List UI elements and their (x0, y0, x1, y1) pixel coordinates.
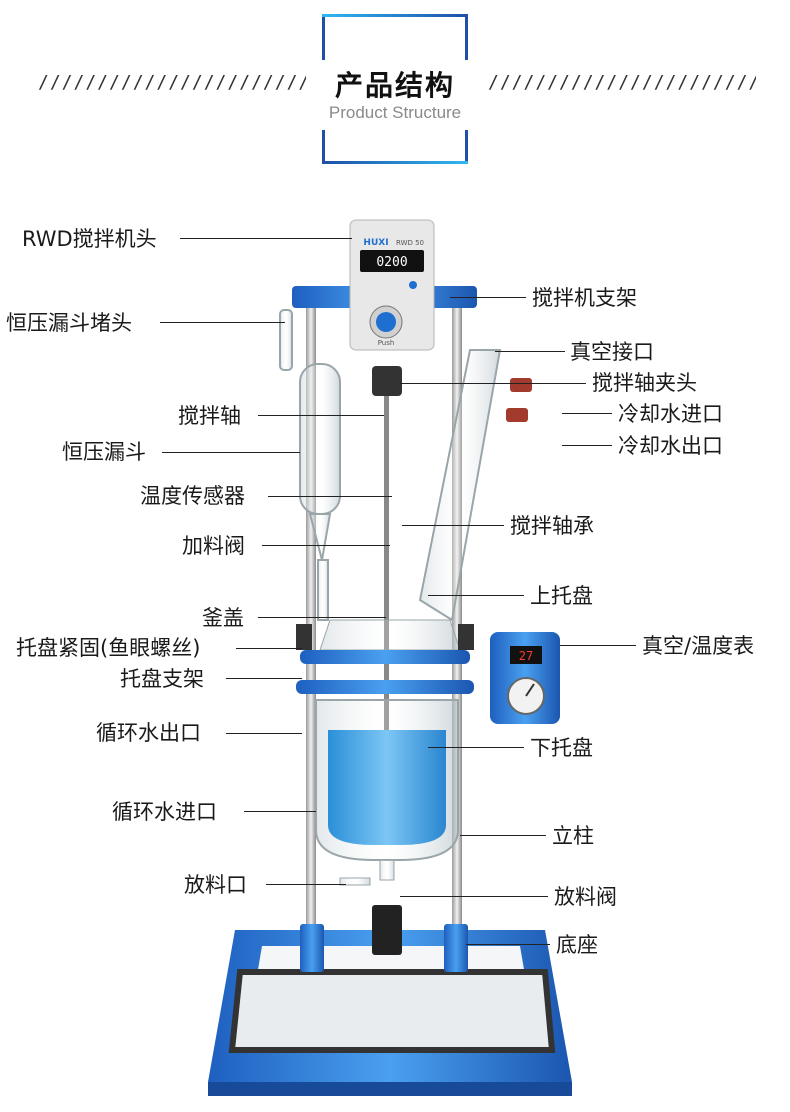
label-vacuum-port: 真空接口 (570, 340, 654, 364)
header-decor-right: /////////////////////////// (488, 72, 756, 93)
motor-button-label: Push (378, 339, 395, 347)
label-kettle-lid: 釜盖 (202, 606, 244, 630)
leader-tray-clamp (236, 648, 302, 649)
base-frame (208, 930, 572, 1096)
label-feed-valve: 加料阀 (182, 534, 245, 558)
leader-discharge-port (266, 884, 346, 885)
leader-upper-tray (428, 595, 524, 596)
header-decor-left: /////////////////////////// (38, 72, 306, 93)
label-cooling-in: 冷却水进口 (618, 402, 723, 426)
label-shaft-chuck: 搅拌轴夹头 (592, 371, 697, 395)
leader-column (460, 835, 546, 836)
gauge-display: 27 (519, 649, 533, 663)
leader-feed-valve (262, 545, 390, 546)
leader-pressure-funnel (162, 452, 300, 453)
label-base: 底座 (556, 933, 598, 957)
leader-funnel-plug (160, 322, 285, 323)
label-circ-out: 循环水出口 (96, 721, 201, 745)
page-title: 产品结构 (334, 69, 455, 102)
motor-model: RWD 50 (396, 239, 424, 247)
label-discharge-port: 放料口 (184, 873, 247, 897)
leader-base (466, 944, 550, 945)
pressure-funnel (279, 309, 341, 621)
label-discharge-valve: 放料阀 (554, 885, 617, 909)
motor-display: 0200 (376, 255, 407, 270)
leader-cooling-out (562, 445, 612, 446)
label-temp-sensor: 温度传感器 (140, 484, 245, 508)
leader-shaft-chuck (400, 383, 586, 384)
leader-circ-out (226, 733, 302, 734)
label-lower-tray: 下托盘 (530, 736, 593, 760)
label-vacuum-temp-gauge: 真空/温度表 (642, 634, 755, 658)
leader-motor-head (180, 238, 352, 239)
header-frame-gap (316, 60, 474, 130)
kettle-lid (296, 619, 474, 694)
label-mixer-bracket: 搅拌机支架 (532, 286, 637, 310)
leader-stir-shaft (258, 415, 384, 416)
leader-circ-in (244, 811, 316, 812)
label-column: 立柱 (552, 824, 594, 848)
label-motor-head: RWD搅拌机头 (22, 227, 157, 251)
motor-head: 0200 HUXI RWD 50 Push (349, 219, 435, 396)
label-upper-tray: 上托盘 (530, 584, 593, 608)
leader-temp-sensor (268, 496, 392, 497)
label-cooling-out: 冷却水出口 (618, 434, 723, 458)
reactor-vessel (315, 699, 459, 955)
motor-brand: HUXI (363, 238, 388, 248)
vacuum-temp-gauge: 27 (490, 632, 560, 724)
leader-vacuum-port (495, 351, 565, 352)
leader-shaft-bearing (402, 525, 504, 526)
label-tray-clamp: 托盘紧固(鱼眼螺丝) (16, 636, 201, 660)
label-shaft-bearing: 搅拌轴承 (510, 514, 594, 538)
leader-mixer-bracket (450, 297, 526, 298)
condenser (418, 349, 532, 622)
stir-shaft (384, 396, 389, 816)
leader-vacuum-temp-gauge (560, 645, 636, 646)
label-funnel-plug: 恒压漏斗堵头 (6, 311, 132, 335)
leader-kettle-lid (258, 617, 386, 618)
leader-tray-bracket (226, 678, 302, 679)
label-stir-shaft: 搅拌轴 (178, 404, 241, 428)
leader-lower-tray (428, 747, 524, 748)
label-circ-in: 循环水进口 (112, 800, 217, 824)
leader-cooling-in (562, 413, 612, 414)
label-tray-bracket: 托盘支架 (120, 667, 204, 691)
page-subtitle: Product Structure (328, 103, 462, 122)
label-pressure-funnel: 恒压漏斗 (62, 440, 146, 464)
leader-discharge-valve (400, 896, 548, 897)
